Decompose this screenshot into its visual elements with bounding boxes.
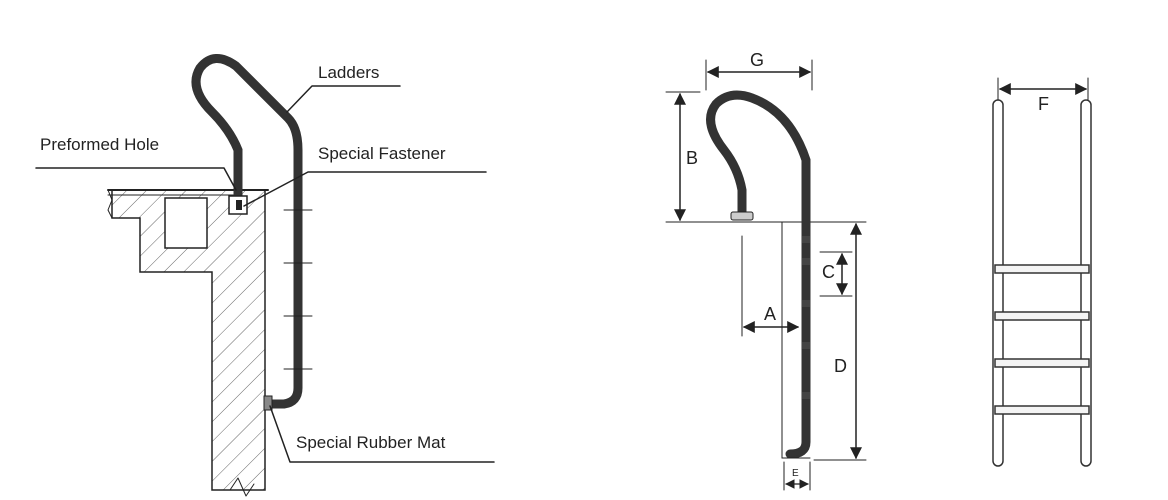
dimension-f: F bbox=[1038, 94, 1049, 114]
preformed-hole-label: Preformed Hole bbox=[40, 135, 159, 154]
ladders-label: Ladders bbox=[318, 63, 379, 82]
side-view-treads bbox=[802, 236, 810, 399]
dimension-e: E bbox=[792, 468, 799, 479]
preformed-hole-cavity bbox=[164, 197, 208, 249]
dimension-c: C bbox=[822, 262, 835, 282]
special-fastener-label: Special Fastener bbox=[318, 144, 446, 163]
side-view: G B C A D E bbox=[665, 50, 867, 491]
front-view-right-rail bbox=[1080, 99, 1092, 467]
special-rubber-mat-label: Special Rubber Mat bbox=[296, 433, 446, 452]
dimension-g: G bbox=[750, 50, 764, 70]
front-view: F bbox=[992, 77, 1092, 467]
installation-section: Ladders Preformed Hole Special Fastener … bbox=[35, 54, 495, 497]
pool-wall-concrete bbox=[111, 189, 266, 491]
dimension-a: A bbox=[764, 304, 776, 324]
dimension-b: B bbox=[686, 148, 698, 168]
tread-markers bbox=[283, 209, 313, 370]
special-rubber-mat bbox=[263, 395, 273, 411]
front-view-treads bbox=[994, 264, 1090, 415]
dimension-d: D bbox=[834, 356, 847, 376]
